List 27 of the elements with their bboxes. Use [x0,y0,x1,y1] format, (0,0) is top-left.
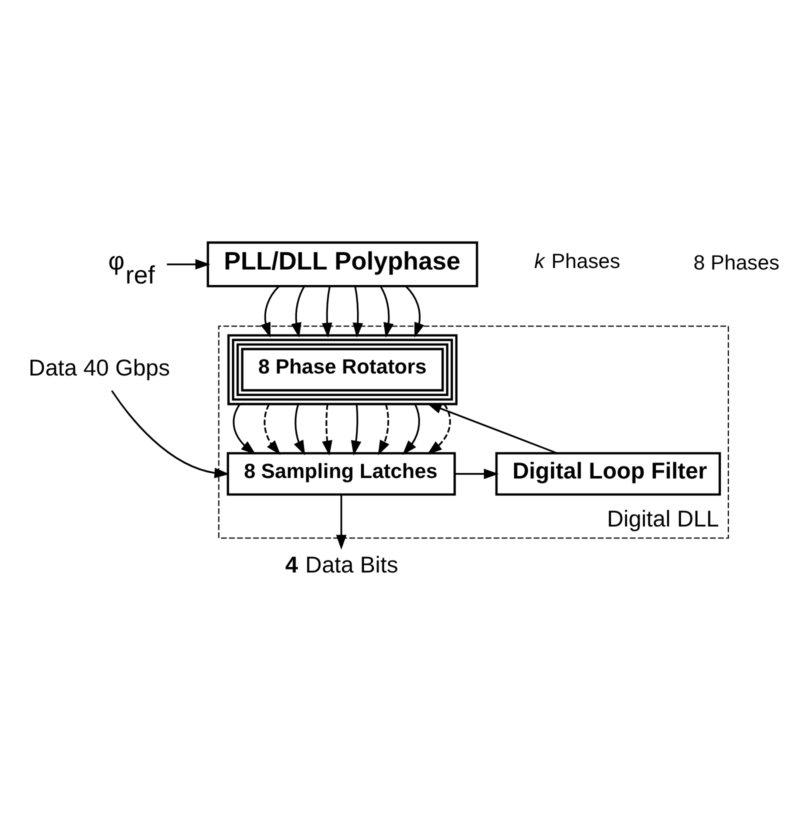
arrow [405,285,424,338]
node-box: Digital Loop Filter [495,452,721,496]
label: k Phases [534,250,620,273]
arrow [264,403,281,454]
arrow [336,494,347,550]
arrow [378,404,390,455]
arrow [352,286,364,338]
node-box: PLL/DLL Polyphase [206,240,478,287]
arrow [291,285,306,338]
arrow [294,403,306,455]
label: 8 Phases [693,250,780,274]
arrow [166,258,210,270]
arrow [351,404,362,456]
arrow [380,285,394,338]
arrow [232,403,256,454]
arrow [402,403,420,454]
arrow [111,390,230,478]
node-box: 8 Sampling Latches [226,452,456,496]
arrow [322,404,332,456]
node-text: 4 Data Bits [285,550,398,577]
arrow [427,403,451,454]
arrow [322,286,332,338]
arrow [260,285,280,338]
node-box: 8 Phase Rotators [227,334,458,405]
arrow [454,468,499,479]
arrow [426,402,558,454]
node-text: Data 40 Gbps [28,354,170,380]
